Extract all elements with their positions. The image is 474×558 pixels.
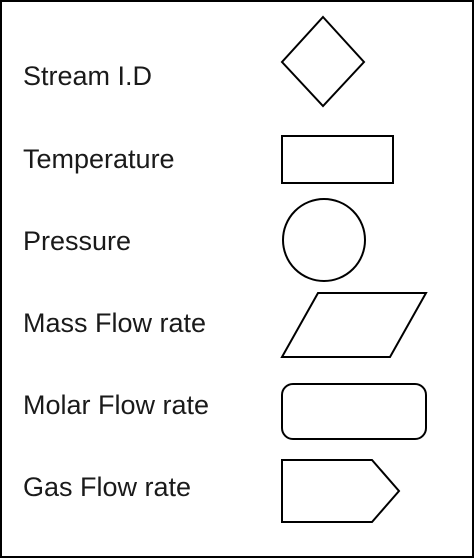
circle-icon — [282, 198, 366, 282]
legend-label-molar-flow-rate: Molar Flow rate — [23, 390, 210, 420]
legend-label-pressure: Pressure — [23, 226, 132, 256]
rectangle-icon — [281, 135, 394, 184]
pentagon-arrow-icon — [281, 459, 401, 523]
legend-label-stream-id: Stream I.D — [23, 61, 153, 91]
legend-label-temperature: Temperature — [23, 144, 175, 174]
rounded-rectangle-icon — [281, 383, 427, 440]
parallelogram-icon — [280, 292, 428, 358]
diamond-icon — [280, 15, 366, 108]
legend-label-mass-flow-rate: Mass Flow rate — [23, 308, 207, 338]
legend-label-gas-flow-rate: Gas Flow rate — [23, 472, 192, 502]
